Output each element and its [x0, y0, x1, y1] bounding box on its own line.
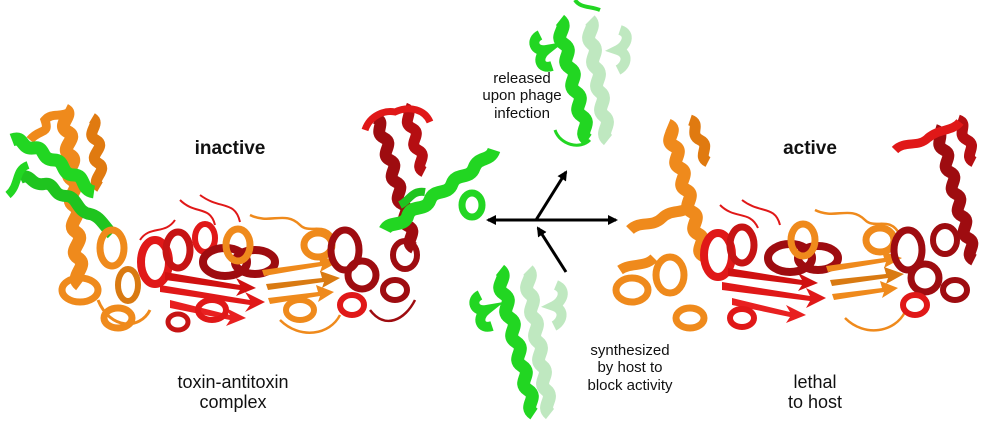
synthesized-caption: synthesized by host to block activity: [565, 342, 695, 394]
four-way-arrow-icon: [486, 170, 618, 273]
lethal-caption-line-2: to host: [787, 392, 843, 413]
orange-helix-active: [612, 114, 712, 332]
synthesized-antitoxin-structure-icon: [469, 264, 568, 420]
green-antitoxin-right: [379, 147, 501, 234]
active-label: active: [783, 138, 837, 159]
lethal-caption: lethal to host: [760, 372, 870, 412]
released-antitoxin-structure-icon: [529, 0, 632, 147]
darkred-toxin-active-right: [890, 223, 970, 318]
inactive-complex-structure-icon: [5, 102, 501, 334]
red-toxin-central: [137, 194, 279, 333]
red-toxin-active-central: [700, 199, 842, 330]
complex-caption-line-1: toxin-antitoxin: [177, 372, 289, 392]
orange-toxin-active-central: [787, 208, 907, 332]
synthesized-caption-line-2: by host to: [597, 359, 663, 377]
orange-toxin-central: [222, 213, 342, 334]
released-caption-line-3: infection: [494, 104, 550, 122]
synthesized-caption-line-3: block activity: [587, 376, 673, 394]
synthesized-caption-line-1: synthesized: [590, 342, 670, 359]
released-caption: released upon phage infection: [462, 70, 582, 122]
complex-caption-line-2: complex: [199, 392, 267, 413]
inactive-label: inactive: [194, 138, 266, 159]
released-caption-line-2: upon phage: [482, 87, 562, 105]
complex-caption: toxin-antitoxin complex: [138, 372, 328, 412]
orange-lower-domain: [58, 226, 152, 332]
lethal-caption-line-1: lethal: [793, 372, 837, 392]
darkred-toxin-right: [327, 226, 420, 322]
green-antitoxin-left: [5, 132, 117, 239]
released-caption-line-1: released: [493, 70, 551, 87]
active-toxin-structure-icon: [612, 114, 979, 332]
darkred-helix-active-arm: [891, 114, 979, 266]
